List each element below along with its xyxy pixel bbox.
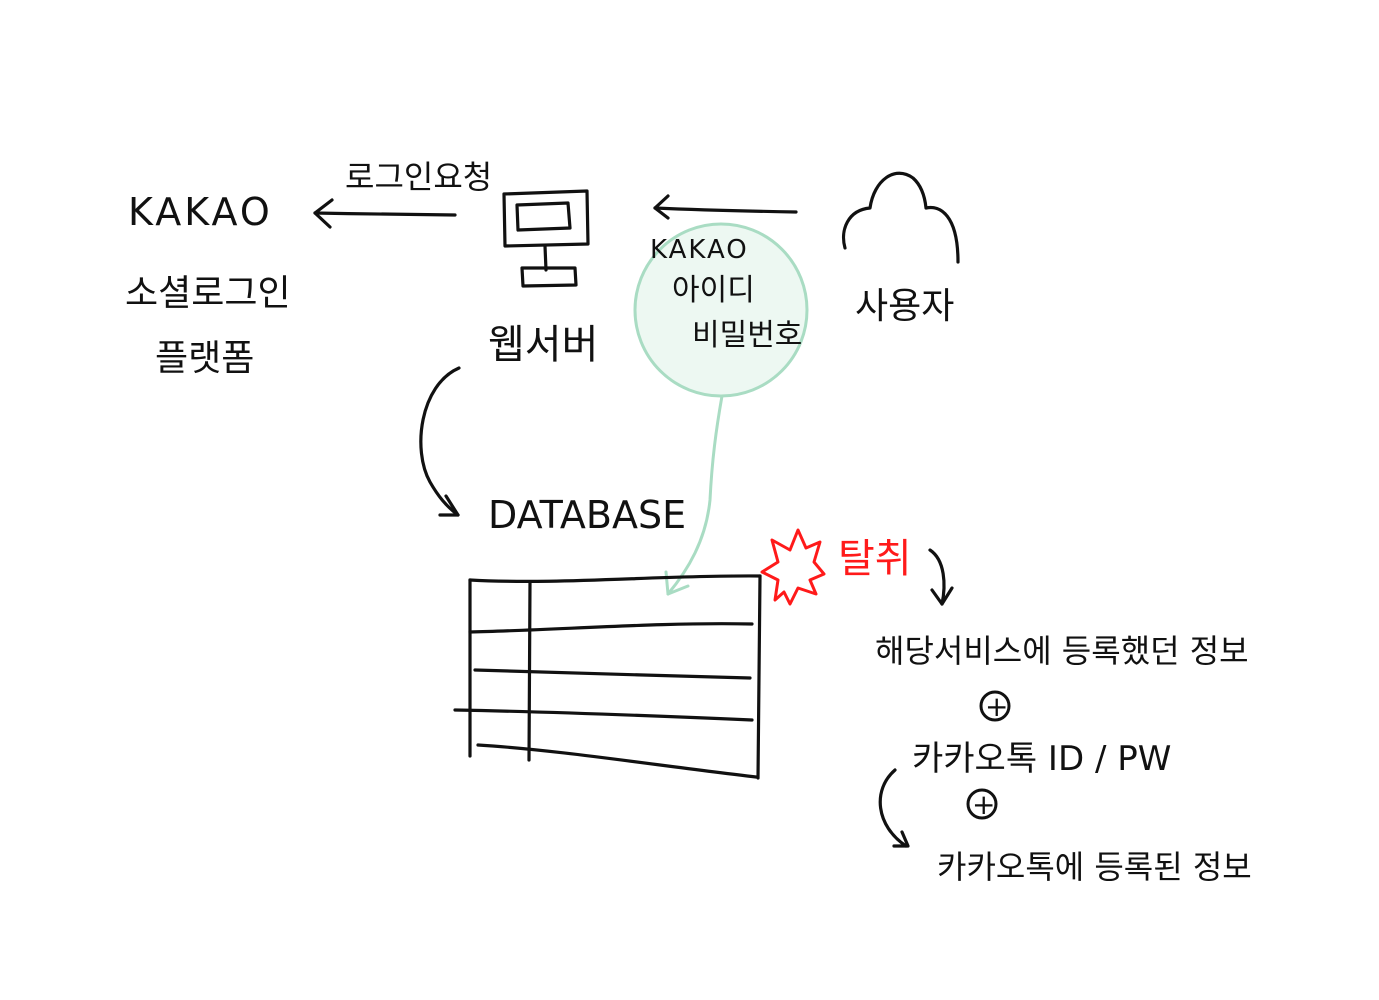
user-to-server-edge: [653, 194, 798, 220]
breach-arrow: [928, 548, 946, 606]
loop-arrow: [878, 768, 908, 848]
plus-sign-1: +: [985, 690, 1008, 723]
kakao-subtitle-line2: 플랫폼: [155, 338, 254, 379]
user-label: 사용자: [855, 286, 954, 327]
kakao-title: KAKAO: [128, 190, 273, 234]
login-request-arrowhead: [313, 198, 334, 229]
login-request-arrow: [313, 211, 457, 217]
database-label: DATABASE: [488, 493, 686, 537]
plus-circle-2: [966, 788, 998, 820]
credential-line-kakao: KAKAO: [650, 235, 749, 265]
bubble-to-table-arrow: [666, 394, 724, 596]
kakao-subtitle-line1: 소셜로그인: [125, 273, 291, 314]
server-to-database-arrow: [419, 366, 461, 517]
leaked-item-kakao-info: 카카오톡에 등록된 정보: [937, 848, 1252, 886]
loop-arrowhead: [892, 830, 910, 848]
leaked-item-service-info: 해당서비스에 등록했던 정보: [875, 632, 1249, 670]
webserver-node: 웹서버: [488, 189, 598, 368]
plus-circle-1: [979, 690, 1011, 722]
leaked-info-list: 해당서비스에 등록했던 정보 + 카카오톡 ID / PW + 카카오톡에 등록…: [875, 632, 1252, 886]
credential-bubble: KAKAO 아이디 비밀번호: [633, 222, 809, 596]
login-request-edge: 로그인요청: [313, 158, 492, 229]
database-node: DATABASE: [453, 493, 762, 780]
explosion-icon: [760, 528, 826, 606]
monitor-icon: [502, 189, 590, 288]
breach-label: 탈취: [838, 536, 912, 582]
user-to-server-arrow: [653, 206, 798, 214]
user-to-server-arrowhead: [653, 194, 670, 220]
database-table-icon: [453, 574, 762, 780]
breach-marker: 탈취: [760, 528, 954, 606]
server-to-database-arrowhead: [438, 494, 460, 517]
plus-sign-2: +: [972, 788, 995, 821]
login-request-label: 로그인요청: [345, 158, 492, 196]
credential-line-password: 비밀번호: [692, 318, 802, 353]
breach-arrowhead: [930, 586, 954, 606]
server-to-database-edge: [419, 366, 461, 517]
kakao-node: KAKAO 소셜로그인 플랫폼: [125, 190, 291, 379]
bubble-to-table-arrowhead: [664, 570, 690, 596]
leaked-item-kakao-credentials: 카카오톡 ID / PW: [912, 739, 1171, 779]
user-head-icon: [842, 171, 960, 264]
user-node: 사용자: [842, 171, 960, 327]
webserver-label: 웹서버: [488, 322, 598, 368]
credential-line-id: 아이디: [672, 273, 755, 308]
